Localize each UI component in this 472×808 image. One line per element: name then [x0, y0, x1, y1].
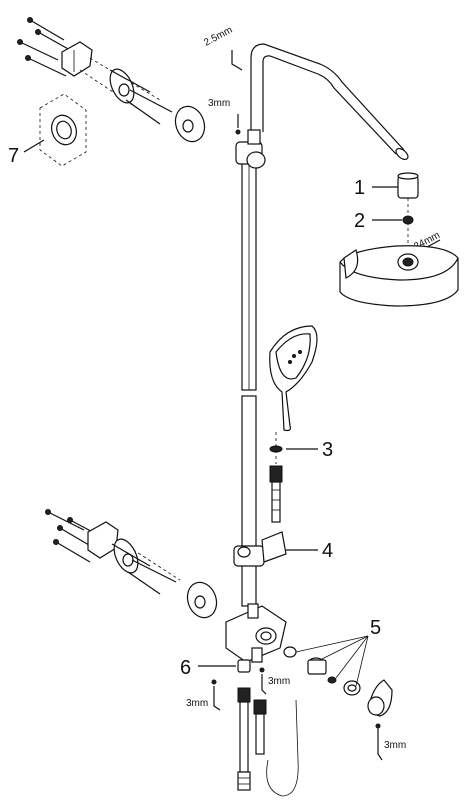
riser-rail	[241, 149, 257, 607]
mixer-handle	[367, 679, 393, 717]
part-5-components	[283, 646, 361, 696]
label-4: 4	[322, 540, 333, 562]
hex-key-diverter: 3mm	[259, 667, 290, 695]
rosette-top	[174, 105, 206, 143]
label-5: 5	[370, 617, 381, 639]
wall-screws-lower	[45, 509, 105, 563]
hand-shower	[269, 325, 318, 432]
lower-hose-connectors	[237, 687, 267, 791]
hex-key-part-6: 3mm	[186, 679, 221, 711]
tool-size-4: 3mm	[186, 698, 208, 709]
top-wall-bracket-assembly	[17, 17, 206, 143]
tool-size-5: 3mm	[268, 676, 290, 687]
shower-hose	[266, 699, 299, 797]
tool-size-2: 3mm	[208, 98, 230, 109]
rosette-lower	[186, 581, 218, 619]
label-6: 6	[180, 657, 191, 679]
hose-cone-upper	[269, 465, 283, 523]
wall-screws-top	[17, 17, 71, 77]
hex-key-handle: 3mm	[375, 723, 406, 761]
part-7-group: 7	[8, 93, 87, 167]
head-shower-disk	[339, 245, 459, 307]
tool-size-1: 2.5mm	[202, 25, 234, 49]
shower-arm	[250, 43, 409, 161]
label-3: 3	[322, 439, 333, 461]
tool-size-6: 3mm	[384, 740, 406, 751]
part-4-slider	[233, 531, 287, 567]
part-1-nut	[397, 172, 419, 199]
head-shower-assembly: 1 2 24mm	[339, 172, 459, 307]
hex-key-top: 2.5mm	[202, 25, 243, 71]
part-6-insert	[237, 659, 251, 673]
diverter-body	[225, 603, 287, 663]
wall-bracket-lower	[87, 521, 119, 559]
label-7: 7	[8, 145, 19, 167]
lower-wall-bracket-assembly	[45, 509, 218, 619]
part-3-washer	[269, 432, 283, 464]
hex-key-upper-clamp: 3mm	[208, 98, 241, 135]
part-5-leader-lines	[295, 635, 369, 687]
wall-bracket-top	[61, 41, 93, 77]
upper-rail-clamp	[235, 129, 266, 169]
label-2: 2	[354, 210, 365, 232]
arm-end-nut	[395, 147, 409, 161]
label-1: 1	[354, 177, 365, 199]
